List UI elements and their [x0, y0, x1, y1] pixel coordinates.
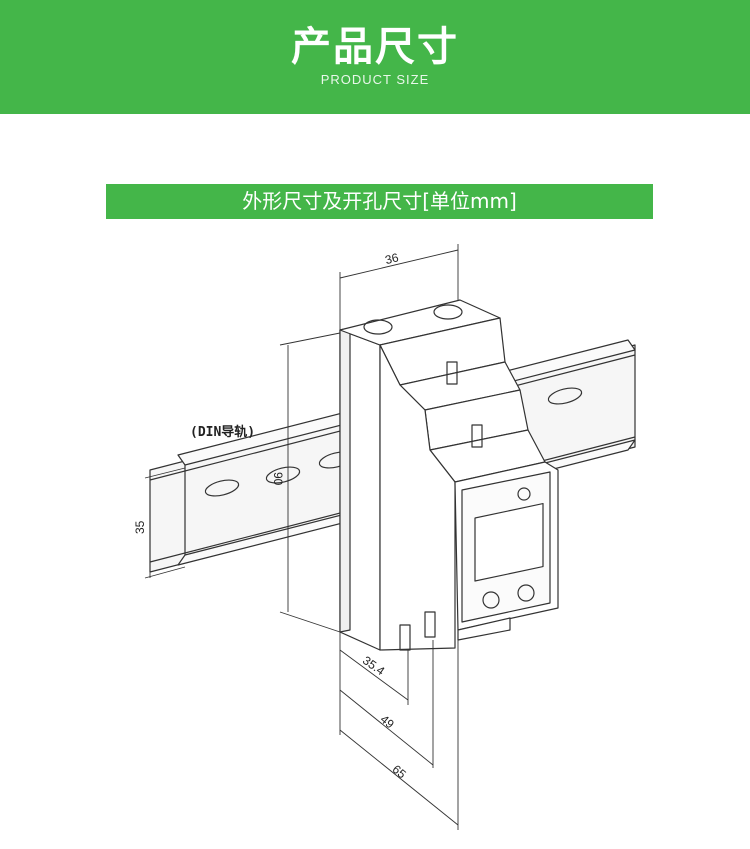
meter-body: [339, 299, 559, 651]
dim-height-90: 90: [271, 472, 285, 486]
dim-rail-35: 35: [133, 520, 147, 534]
header-banner: 产品尺寸 PRODUCT SIZE: [0, 0, 750, 114]
dimension-drawing: (DIN导轨) 36 90 35 35.4 49 65: [133, 244, 636, 830]
page-title: 产品尺寸: [291, 24, 459, 70]
section-title: 外形尺寸及开孔尺寸[单位mm]: [242, 189, 517, 213]
page-subtitle: PRODUCT SIZE: [320, 72, 430, 87]
section-header: 外形尺寸及开孔尺寸[单位mm]: [106, 184, 653, 219]
dim-width-36: 36: [384, 250, 401, 267]
dim-depth-49: 49: [378, 712, 397, 732]
dim-depth-65: 65: [390, 762, 409, 782]
rail-label: (DIN导轨): [190, 424, 255, 440]
